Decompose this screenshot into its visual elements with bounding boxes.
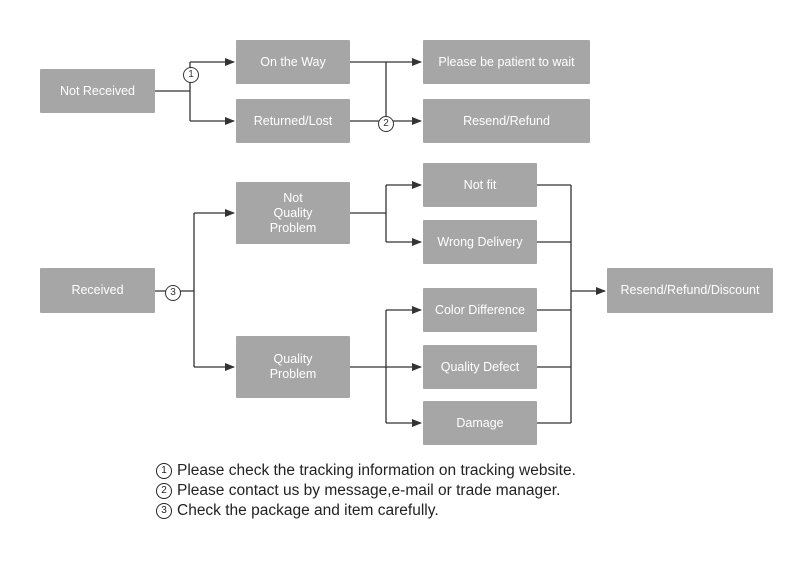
box-on-the-way: On the Way — [236, 40, 350, 84]
badge-step-3: 3 — [165, 285, 181, 301]
box-color-difference: Color Difference — [423, 288, 537, 332]
box-not-fit: Not fit — [423, 163, 537, 207]
note-text-3: Check the package and item carefully. — [177, 502, 439, 519]
box-resend-refund: Resend/Refund — [423, 99, 590, 143]
box-resend-refund-discount: Resend/Refund/Discount — [607, 268, 773, 313]
notes-legend: 1 Please check the tracking information … — [156, 461, 576, 521]
note-number-3: 3 — [156, 503, 172, 519]
note-number-1: 1 — [156, 463, 172, 479]
note-line-2: 2 Please contact us by message,e-mail or… — [156, 481, 576, 501]
box-returned-lost: Returned/Lost — [236, 99, 350, 143]
box-damage: Damage — [423, 401, 537, 445]
badge-step-2: 2 — [378, 116, 394, 132]
box-quality-problem: Quality Problem — [236, 336, 350, 398]
box-not-quality-problem: Not Quality Problem — [236, 182, 350, 244]
box-received: Received — [40, 268, 155, 313]
box-quality-defect: Quality Defect — [423, 345, 537, 389]
badge-step-1: 1 — [183, 67, 199, 83]
box-wrong-delivery: Wrong Delivery — [423, 220, 537, 264]
box-please-be-patient: Please be patient to wait — [423, 40, 590, 84]
note-line-3: 3 Check the package and item carefully. — [156, 501, 576, 521]
box-not-received: Not Received — [40, 69, 155, 113]
note-text-2: Please contact us by message,e-mail or t… — [177, 482, 561, 499]
note-line-1: 1 Please check the tracking information … — [156, 461, 576, 481]
note-number-2: 2 — [156, 483, 172, 499]
note-text-1: Please check the tracking information on… — [177, 462, 576, 479]
